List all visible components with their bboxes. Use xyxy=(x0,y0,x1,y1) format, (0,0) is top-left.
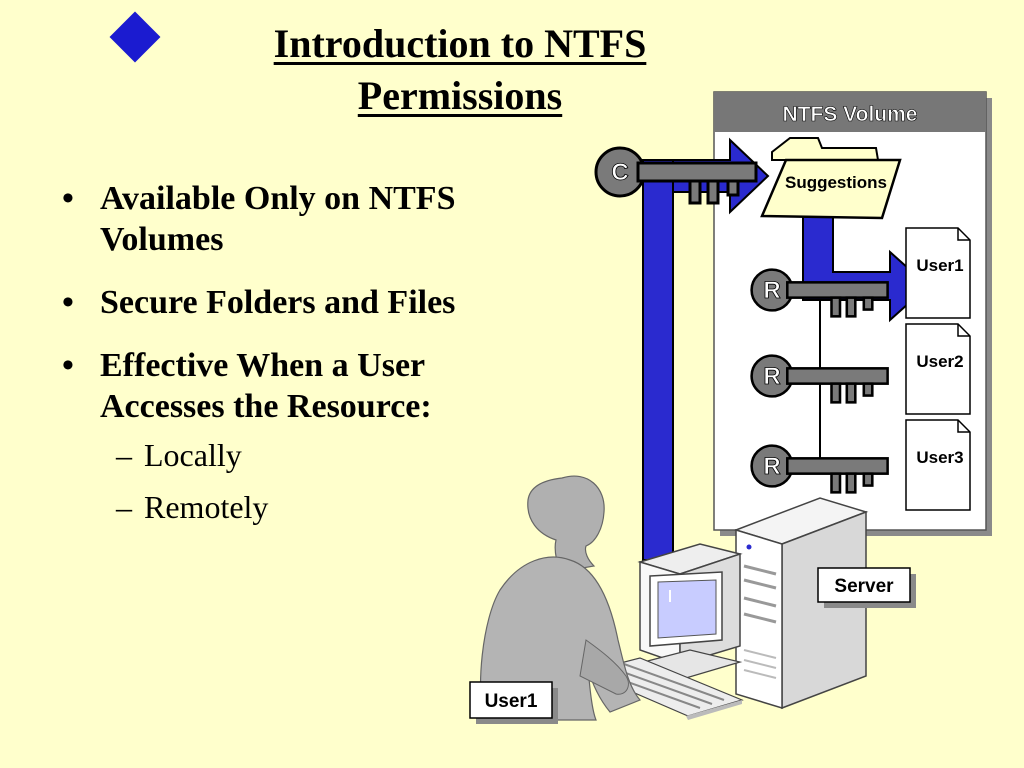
folder-icon xyxy=(760,137,902,220)
file-icon-user3 xyxy=(905,419,971,511)
bullet-item: Available Only on NTFS Volumes xyxy=(58,178,558,260)
folder-label: Suggestions xyxy=(785,173,887,192)
title-line-2: Permissions xyxy=(357,73,563,118)
ntfs-volume-label: NTFS Volume xyxy=(783,103,918,126)
bullet-list: Available Only on NTFS Volumes Secure Fo… xyxy=(58,178,558,539)
user-person-icon xyxy=(479,475,642,721)
sub-bullet-item: Locally xyxy=(58,435,558,475)
server-label: Server xyxy=(834,576,894,597)
access-path-vertical xyxy=(642,159,674,561)
file-label: User2 xyxy=(916,352,963,371)
key-letter: C xyxy=(611,159,628,186)
server-label-box xyxy=(817,567,911,603)
file-icon-user2 xyxy=(905,323,971,415)
user-label: User1 xyxy=(485,691,538,712)
user-label-box xyxy=(469,681,553,719)
file-label: User1 xyxy=(916,256,963,275)
slide-title: Introduction to NTFS Permissions xyxy=(150,18,770,122)
server-icon xyxy=(733,497,869,710)
key-letter: R xyxy=(763,453,780,480)
sub-bullet-item: Remotely xyxy=(58,487,558,527)
file-label: User3 xyxy=(916,448,963,467)
bullet-item: Effective When a User Accesses the Resou… xyxy=(58,345,540,427)
file-icon-user1 xyxy=(905,227,971,319)
bullet-item: Secure Folders and Files xyxy=(58,282,558,323)
title-line-1: Introduction to NTFS xyxy=(273,21,647,66)
key-letter: R xyxy=(763,363,780,390)
ntfs-volume-header xyxy=(714,92,986,132)
key-letter: R xyxy=(763,277,780,304)
workstation-icon xyxy=(584,543,744,720)
